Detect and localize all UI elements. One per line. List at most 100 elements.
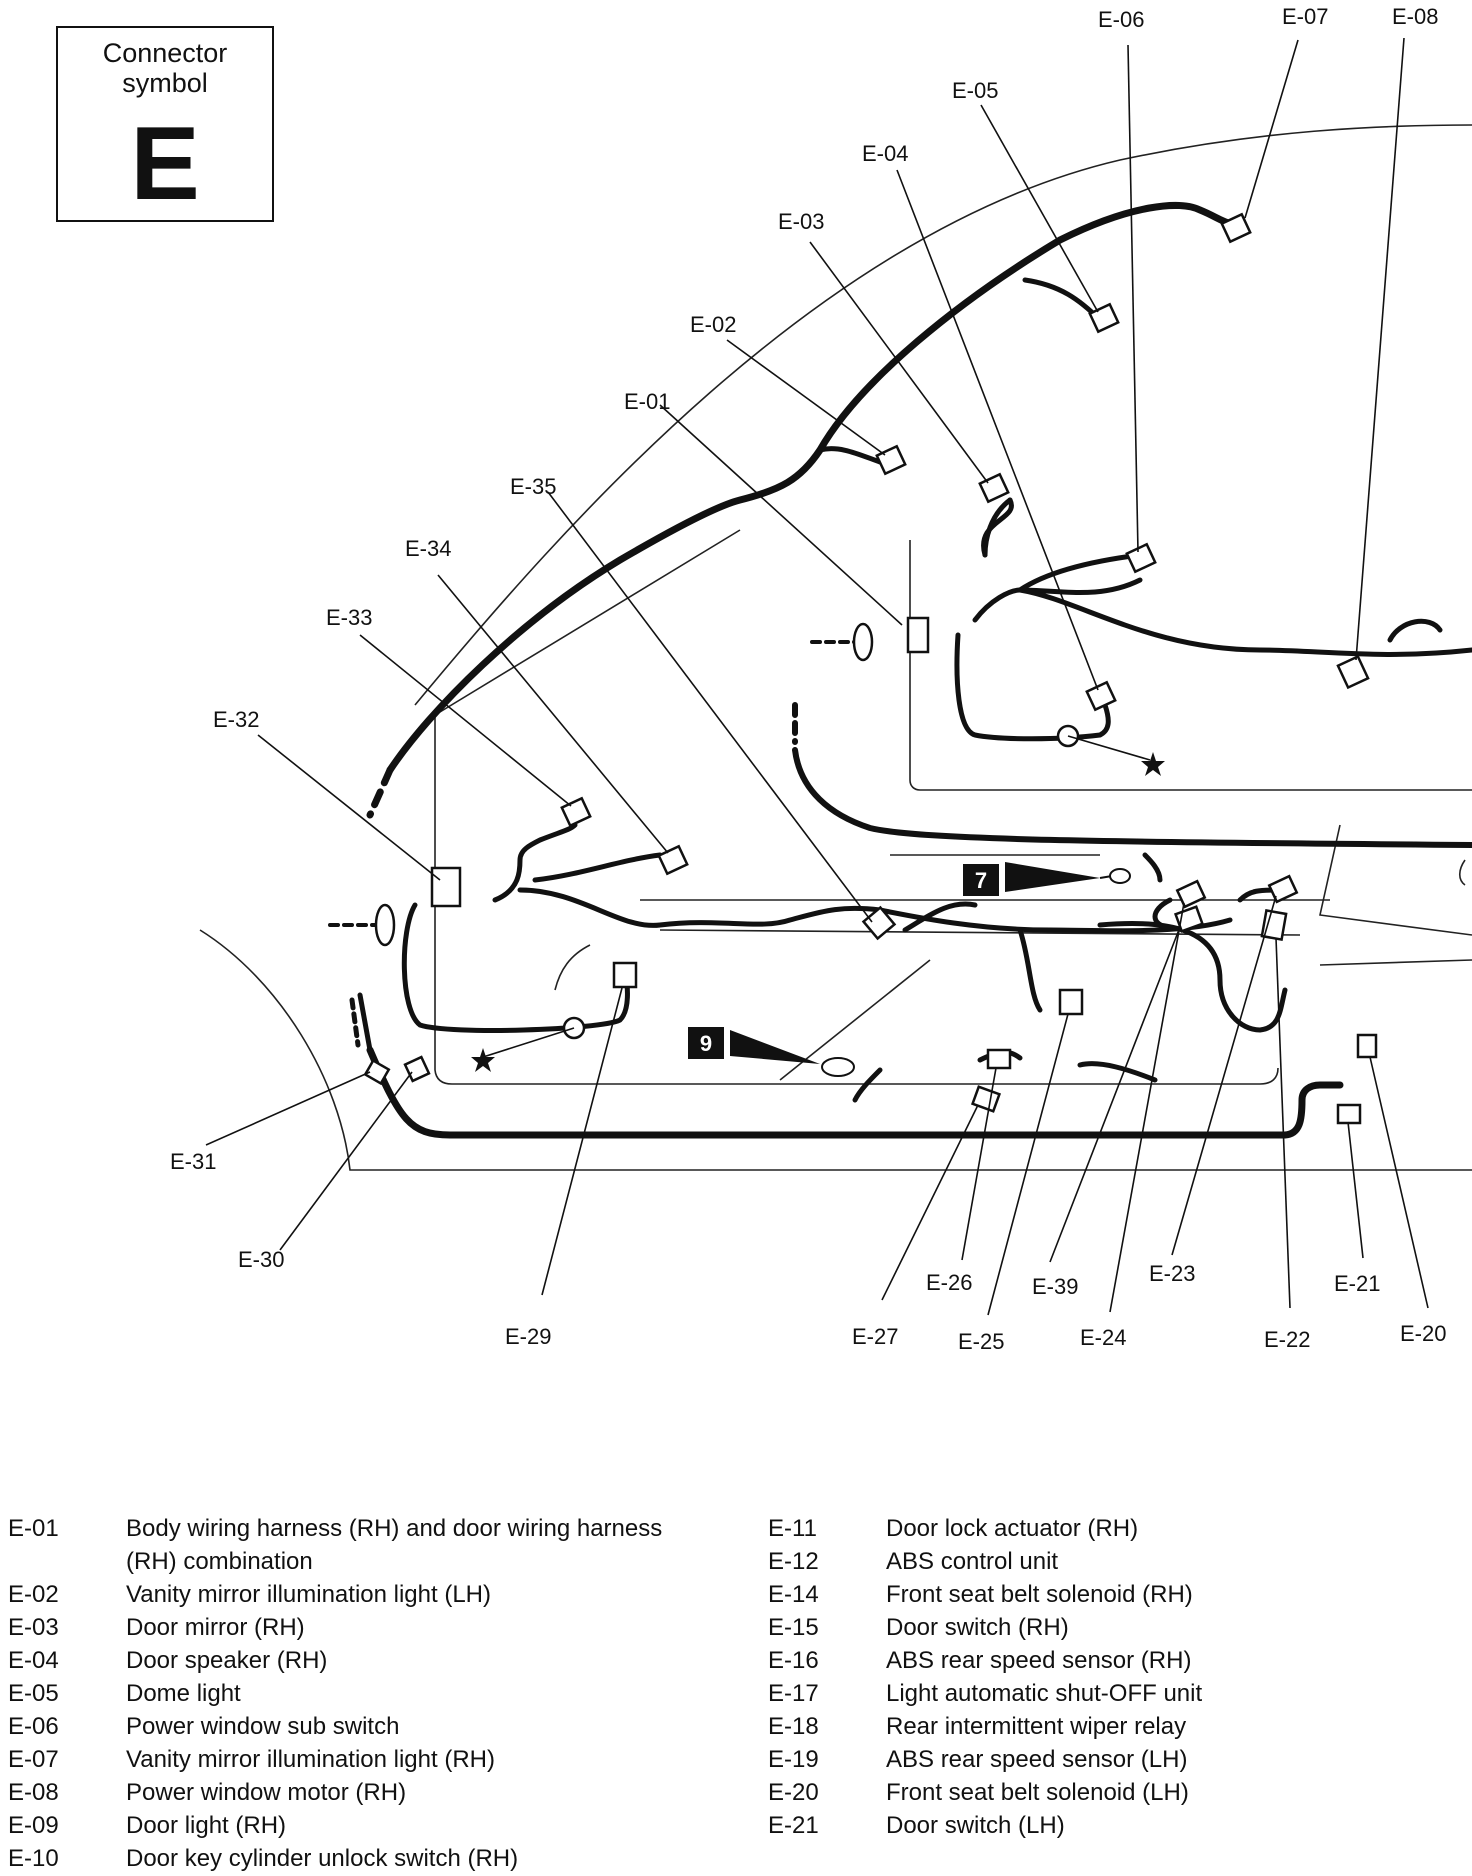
callout-label-e20: E-20 [1400,1321,1446,1346]
legend-code: E-17 [768,1680,819,1707]
ground-terminal [821,1057,855,1077]
ground-stars [471,752,1165,1072]
callout-label-e39: E-39 [1032,1274,1078,1299]
callout-label-e23: E-23 [1149,1261,1195,1286]
callout-label-e30: E-30 [238,1247,284,1272]
callout-label-e32: E-32 [213,707,259,732]
legend-row: E-08 Power window motor (RH) [8,1776,698,1809]
connector-e35 [861,905,897,941]
callout-label-e21: E-21 [1334,1271,1380,1296]
door-grommet [852,622,874,662]
badge-7-box [963,864,999,896]
badge-9-label: 9 [700,1031,712,1056]
legend-row: E-02 Vanity mirror illumination light (LH… [8,1578,698,1611]
star-icon [471,1048,495,1072]
legend-desc: Vanity mirror illumination light (RH) [126,1746,495,1773]
legend-row: E-17 Light automatic shut-OFF unit [768,1677,1468,1710]
legend-code: E-15 [768,1614,819,1641]
badge-9-pointer [730,1030,820,1064]
legend-desc: ABS rear speed sensor (LH) [886,1746,1188,1773]
vehicle-body-outline [199,124,1472,1171]
connector-e06 [1125,542,1157,574]
legend-desc: Door light (RH) [126,1812,287,1839]
legend-code: E-16 [768,1647,819,1674]
legend-row: E-05 Dome light [8,1677,698,1710]
legend-code: E-08 [8,1779,59,1806]
legend-row: E-11 Door lock actuator (RH) [768,1512,1468,1545]
reference-badges: 7 9 [688,862,1131,1077]
legend-code: E-19 [768,1746,819,1773]
legend-desc: Door switch (LH) [886,1812,1065,1839]
connector-e34 [657,844,689,876]
callout-label-e26: E-26 [926,1270,972,1295]
legend-desc: Body wiring harness (RH) and door wiring… [126,1515,663,1575]
callout-label-e34: E-34 [405,536,451,561]
connector-e01 [906,616,930,654]
connector-symbol-caption-line: symbol [122,68,208,98]
ground-terminal [1109,868,1131,884]
legend-row: E-20 Front seat belt solenoid (LH) [768,1776,1468,1809]
star-icon [1141,752,1165,776]
legend-desc: Dome light [126,1680,241,1707]
connector-e07 [1220,212,1252,244]
legend-desc: Door switch (RH) [886,1614,1069,1641]
callout-label-e04: E-04 [862,141,908,166]
legend-code: E-11 [768,1515,817,1542]
callout-label-e06: E-06 [1098,7,1144,32]
legend-row: E-15 Door switch (RH) [768,1611,1468,1644]
callout-label-e22: E-22 [1264,1327,1310,1352]
connectors [363,212,1378,1125]
connector-e32 [430,866,462,908]
callout-label-e07: E-07 [1282,4,1328,29]
badge-7-pointer [1005,862,1100,892]
callout-label-e31: E-31 [170,1149,216,1174]
legend-code: E-20 [768,1779,819,1806]
legend-row: E-07 Vanity mirror illumination light (RH… [8,1743,698,1776]
connector-e31 [363,1058,391,1086]
legend-desc: ABS rear speed sensor (RH) [886,1647,1192,1674]
connector-e26 [986,1048,1012,1070]
connector-e05 [1088,302,1120,334]
connector-symbol-caption: Connector symbol [58,38,272,98]
legend-code: E-04 [8,1647,59,1674]
legend-desc: Rear intermittent wiper relay [886,1713,1187,1740]
callout-label-e29: E-29 [505,1324,551,1349]
connector-e20 [1356,1033,1378,1059]
callout-label-e35: E-35 [510,474,556,499]
connector-e08 [1336,654,1370,690]
connector-e25 [1058,988,1084,1016]
legend-desc: Vanity mirror illumination light (LH) [126,1581,491,1608]
legend-desc: Front seat belt solenoid (RH) [886,1581,1193,1608]
legend-desc: Power window motor (RH) [126,1779,407,1806]
connector-e27 [970,1085,1002,1113]
legend-desc: Front seat belt solenoid (LH) [886,1779,1189,1806]
legend-row: E-21 Door switch (LH) [768,1809,1468,1842]
wiring-harness [328,201,1472,1139]
legend-code: E-05 [8,1680,59,1707]
legend-code: E-02 [8,1581,59,1608]
callout-label-e08: E-08 [1392,4,1438,29]
legend-desc: Door lock actuator (RH) [886,1515,1139,1542]
legend-row: E-19 ABS rear speed sensor (LH) [768,1743,1468,1776]
legend-code: E-21 [768,1812,819,1839]
callout-labels: E-01 E-02 E-03 E-04 E-05 E-06 E-07 E-08 … [170,4,1446,1354]
legend-code: E-07 [8,1746,59,1773]
legend-left: E-01 Body wiring harness (RH) and door wi… [8,1512,698,1875]
connector-e22 [1260,909,1288,941]
connector-e02 [875,444,907,476]
badge-9-box [688,1027,724,1059]
callout-label-e24: E-24 [1080,1325,1126,1350]
legend-code: E-01 [8,1515,59,1542]
legend-desc: Door mirror (RH) [126,1614,305,1641]
legend-code: E-10 [8,1845,59,1872]
callout-leader-lines [205,37,1429,1316]
callout-label-e02: E-02 [690,312,736,337]
legend-desc: Light automatic shut-OFF unit [886,1680,1203,1707]
